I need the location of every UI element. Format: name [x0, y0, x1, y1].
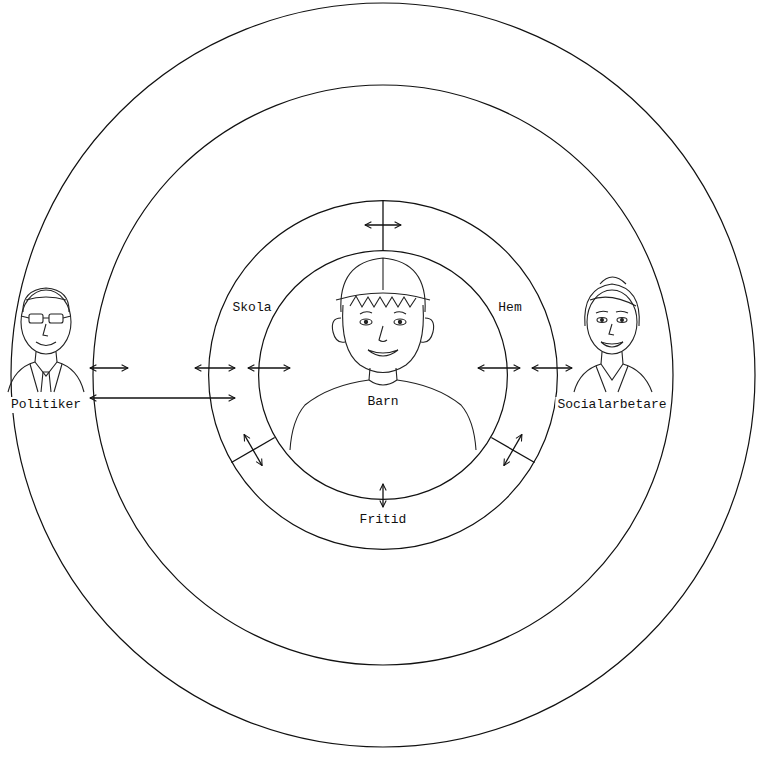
politician-figure-part: [23, 288, 69, 312]
outer-ring-part: [93, 85, 673, 665]
outer-ring: [11, 3, 755, 747]
arrow-part: [90, 397, 235, 398]
child-figure: [290, 258, 476, 450]
arrow-part: [248, 367, 290, 368]
arrow-part: [365, 224, 401, 225]
arrow-part: [532, 367, 572, 368]
social-worker-figure-part: [601, 342, 623, 347]
politician-figure-part: [41, 372, 51, 392]
social-worker-figure-part: [601, 319, 604, 322]
politician-figure-part: [21, 290, 71, 354]
child-figure-part: [364, 320, 367, 323]
child-figure-part: [290, 380, 369, 450]
social-worker-figure-part: [574, 364, 652, 392]
social-worker-figure-part: [590, 297, 636, 306]
child-figure-part: [394, 319, 406, 325]
social-worker-figure-part: [621, 319, 624, 322]
child-figure-part: [369, 368, 397, 380]
social-worker-figure-part: [596, 311, 628, 313]
child-figure-part: [332, 318, 345, 342]
child-figure-part: [379, 326, 387, 342]
child-circle-outline: [258, 250, 508, 500]
social-worker-figure-part: [600, 277, 626, 284]
child-figure-part: [343, 305, 424, 373]
politician-figure-part: [30, 364, 62, 392]
politician-figure: [8, 288, 84, 392]
child-figure-part: [382, 258, 383, 290]
child-figure-part: [360, 319, 372, 325]
social-worker-figure-part: [601, 352, 623, 364]
social-worker-figure: [574, 277, 652, 392]
politician-figure-part: [43, 324, 48, 336]
circle-outline: [259, 251, 508, 500]
arrow-part: [90, 367, 128, 368]
politician-figure-part: [8, 362, 84, 392]
node-label: Hem: [498, 300, 521, 316]
arrow-part: [382, 484, 383, 507]
social-worker-figure-part: [585, 284, 640, 326]
social-worker-figure-part: [597, 318, 607, 323]
child-figure-part: [341, 258, 425, 312]
child-figure-part: [398, 320, 401, 323]
politician-figure-part: [35, 352, 57, 362]
politician-figure-part: [49, 314, 63, 323]
social-worker-figure-part: [587, 290, 637, 354]
politician-figure-part: [21, 316, 71, 318]
child-figure-part: [360, 312, 372, 314]
circle-outline: [209, 201, 558, 550]
child-figure-part: [421, 318, 434, 342]
social-worker-figure-part: [609, 324, 614, 335]
politician-figure-part: [26, 297, 66, 300]
arrow-part: [478, 367, 520, 368]
node-label: Fritid: [360, 512, 407, 528]
child-figure-part: [394, 312, 406, 314]
arrow-part: [195, 367, 235, 368]
child-circle: Barn: [258, 250, 508, 500]
politician-figure-part: [36, 342, 56, 346]
child-figure-part: [368, 350, 398, 356]
node-label: Barn: [367, 394, 398, 410]
outer-ring-part: [11, 3, 755, 747]
politician-figure-part: [29, 314, 43, 323]
child-figure-part: [350, 296, 416, 307]
person-caption: Socialarbetare: [555, 397, 668, 413]
social-worker-figure-part: [596, 366, 628, 392]
child-figure-part: [369, 380, 397, 385]
social-worker-figure-part: [601, 364, 623, 380]
person-caption: Politiker: [9, 397, 83, 413]
context-ring-outline: [208, 200, 558, 550]
politician-figure-part: [35, 362, 57, 376]
context-ring: Skola HemFritid Barn: [208, 200, 558, 550]
child-figure-part: [397, 380, 476, 450]
arrow-part: [504, 434, 522, 465]
social-worker-figure-part: [617, 318, 627, 323]
arrow-part: [244, 434, 262, 465]
node-label: Skola: [232, 300, 271, 316]
